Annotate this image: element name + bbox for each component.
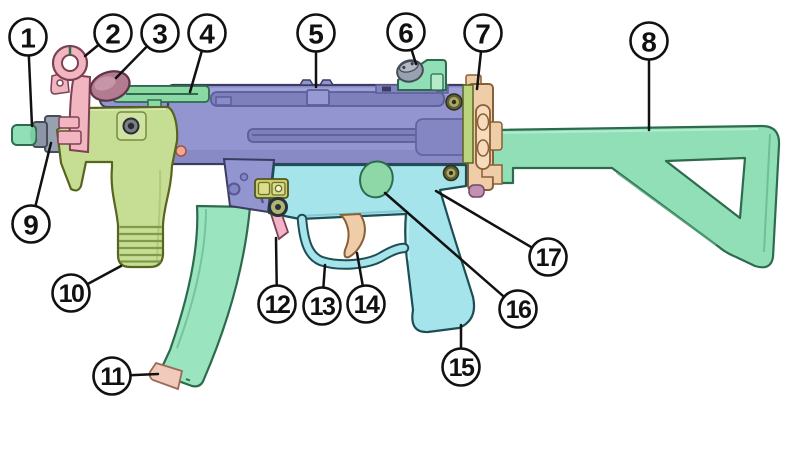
callout-circle-17 — [528, 237, 568, 277]
callout-number-13: 13 — [310, 293, 335, 321]
callout-circle-8 — [629, 21, 669, 61]
muzzle — [11, 124, 37, 146]
callout-17-receiver-rear-pin: 17 — [528, 237, 568, 277]
callout-number-7: 7 — [475, 19, 491, 50]
callout-1-muzzle: 1 — [8, 17, 48, 57]
callout-line-16-selector-lever — [383, 191, 520, 311]
front-sight — [50, 44, 92, 154]
callout-circle-9 — [11, 204, 51, 244]
ejection-port-cover — [306, 89, 330, 106]
end-plate-gasket — [462, 84, 474, 164]
callout-12-magazine-release: 12 — [257, 284, 297, 324]
front-locking-pin — [268, 197, 288, 217]
callout-number-10: 10 — [59, 280, 84, 308]
magazine-floorplate — [148, 361, 184, 391]
callout-circle-7 — [463, 13, 503, 53]
callout-circle-6 — [386, 12, 426, 52]
magazine — [148, 204, 252, 391]
callout-circle-5 — [296, 13, 336, 53]
receiver-pin — [175, 145, 187, 157]
cocking-knob — [89, 70, 131, 102]
callout-5-receiver: 5 — [296, 13, 336, 53]
callout-7-end-cap: 7 — [463, 13, 503, 53]
trigger — [338, 212, 366, 259]
handguard-screw — [122, 117, 140, 135]
callout-circle-1 — [8, 17, 48, 57]
callout-number-4: 4 — [199, 19, 215, 50]
callout-circle-13 — [302, 286, 342, 326]
callout-13-trigger-guard: 13 — [302, 286, 342, 326]
lower-receiver — [267, 163, 476, 334]
callout-9-barrel-nut: 9 — [11, 204, 51, 244]
callout-number-3: 3 — [152, 19, 168, 50]
callout-number-2: 2 — [105, 19, 121, 50]
callout-number-17: 17 — [536, 244, 561, 272]
callout-11-magazine: 11 — [92, 356, 132, 396]
callout-14-trigger: 14 — [346, 284, 386, 324]
callout-circle-10 — [51, 273, 91, 313]
callout-2-front-sight: 2 — [93, 13, 133, 53]
callout-16-selector-lever: 16 — [498, 289, 538, 329]
end-cap — [465, 74, 503, 198]
callout-number-14: 14 — [354, 291, 380, 319]
callout-circle-16 — [498, 289, 538, 329]
foregrip-ribs — [119, 225, 162, 263]
callout-number-5: 5 — [308, 19, 324, 50]
callout-number-6: 6 — [398, 18, 414, 49]
callout-number-15: 15 — [449, 354, 475, 382]
trigger-guard — [296, 213, 410, 270]
callout-circle-12 — [257, 284, 297, 324]
callout-number-1: 1 — [20, 23, 36, 54]
pistol-grip — [267, 163, 476, 334]
rear-sight — [396, 59, 447, 91]
callout-number-11: 11 — [100, 363, 125, 391]
callout-circle-3 — [140, 13, 180, 53]
lower-screw — [442, 164, 460, 182]
callout-circle-2 — [93, 13, 133, 53]
callout-circle-14 — [346, 284, 386, 324]
callout-number-8: 8 — [641, 27, 657, 58]
callout-6-rear-sight: 6 — [386, 12, 426, 52]
end-cap-pin — [468, 184, 485, 198]
callout-line-17-receiver-rear-pin — [434, 189, 550, 259]
callout-number-9: 9 — [23, 210, 39, 241]
callout-circle-4 — [187, 13, 227, 53]
rear-sight-drum — [396, 59, 424, 83]
callout-circle-15 — [441, 347, 481, 387]
callout-3-cocking-knob: 3 — [140, 13, 180, 53]
folding-stock — [488, 124, 781, 269]
callout-number-16: 16 — [506, 296, 531, 324]
selector-lever — [359, 160, 394, 199]
callout-10-foregrip: 10 — [51, 273, 91, 313]
bolt-housing — [415, 118, 469, 156]
callout-4-cocking-tube-rail: 4 — [187, 13, 227, 53]
callout-8-folding-stock: 8 — [629, 21, 669, 61]
callout-15-pistol-grip: 15 — [441, 347, 481, 387]
callout-number-12: 12 — [265, 291, 290, 319]
callout-circle-11 — [92, 356, 132, 396]
bolt-latch — [254, 178, 289, 199]
rear-screw — [445, 93, 463, 111]
